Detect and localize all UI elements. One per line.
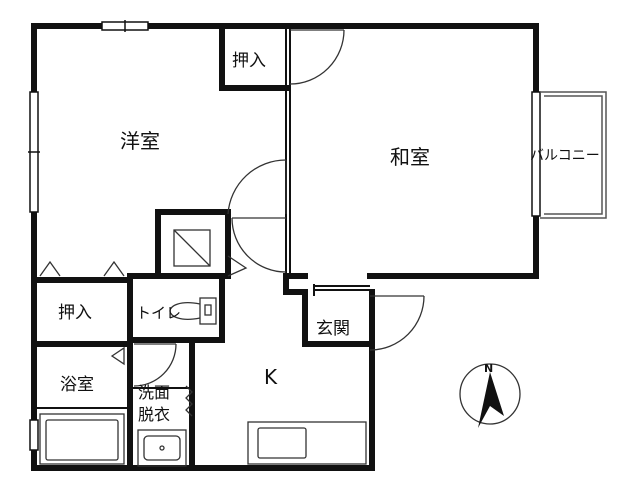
label-washroom-line1: 洗面 <box>138 383 170 402</box>
kitchen-counter-icon <box>247 421 367 465</box>
label-closet-upper: 押入 <box>232 51 266 71</box>
label-entrance: 玄関 <box>316 319 350 339</box>
window-balcony <box>531 91 541 217</box>
window-bath <box>29 419 39 451</box>
toilet-icon <box>169 297 217 325</box>
label-kitchen: K <box>264 365 278 389</box>
label-bath: 浴室 <box>60 375 94 395</box>
compass-icon: N <box>459 362 521 428</box>
closet-flaps <box>39 260 125 366</box>
bathtub-icon <box>39 413 125 465</box>
label-western-room: 洋室 <box>120 129 160 153</box>
label-washroom-line2: 脱衣 <box>138 405 170 424</box>
washbasin-icon <box>137 385 193 467</box>
label-closet-lower: 押入 <box>58 303 92 323</box>
window-left <box>28 91 40 213</box>
pipe-shaft <box>173 229 211 267</box>
window-top <box>101 20 149 32</box>
partitions <box>34 26 370 409</box>
label-japanese-room: 和室 <box>390 145 430 169</box>
label-toilet: トイレ <box>136 304 181 322</box>
balcony <box>540 91 607 219</box>
walls <box>31 23 539 471</box>
door-swings <box>133 29 425 387</box>
label-balcony: バルコニー <box>530 148 600 164</box>
compass-north-label: N <box>484 362 493 375</box>
